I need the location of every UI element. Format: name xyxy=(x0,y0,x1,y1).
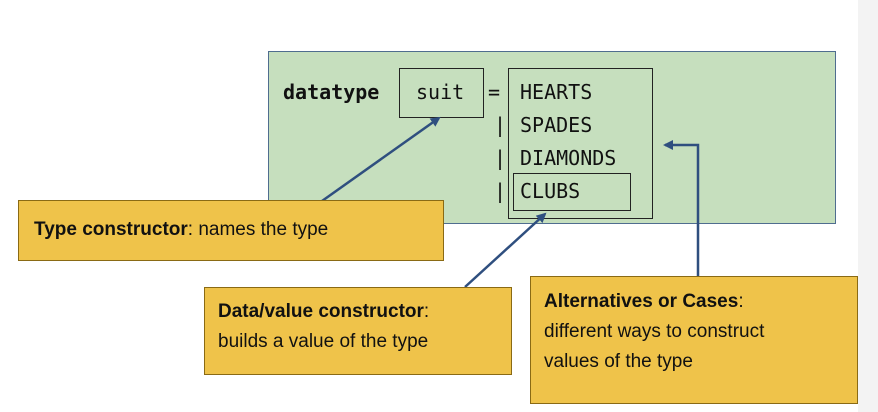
arrow-alternatives xyxy=(663,140,700,276)
callout-alt-colon: : xyxy=(738,291,744,312)
callout-alt-line2: values of the type xyxy=(544,351,693,372)
callout-alt-term: Alternatives or Cases xyxy=(544,291,739,312)
callout-alt-line1: different ways to construct xyxy=(544,321,765,342)
arrow-type-constructor xyxy=(321,116,441,203)
page-edge xyxy=(858,0,878,412)
code-panel xyxy=(268,51,836,224)
datatype-keyword: datatype xyxy=(283,80,380,104)
separator-bar: | xyxy=(494,179,507,203)
callout-type-constructor: Type constructor: names the type xyxy=(18,200,444,261)
separator-bar: | xyxy=(494,113,507,137)
callout-data-desc: builds a value of the type xyxy=(218,331,429,352)
callout-data-colon: : xyxy=(423,301,430,322)
constructor-spades: SPADES xyxy=(520,113,593,137)
callout-type-term: Type constructor xyxy=(34,219,188,240)
arrow-data-constructor xyxy=(464,212,547,288)
constructor-hearts: HEARTS xyxy=(520,80,593,104)
callout-alternatives: Alternatives or Cases: different ways to… xyxy=(530,276,858,404)
separator-bar: | xyxy=(494,146,507,170)
callout-type-desc: : names the type xyxy=(187,219,329,240)
callout-data-term: Data/value constructor xyxy=(218,301,424,322)
type-name: suit xyxy=(416,80,465,104)
equals-sign: = xyxy=(488,80,501,104)
type-name-box xyxy=(399,68,484,118)
callout-data-constructor: Data/value constructor: builds a value o… xyxy=(204,287,512,375)
constructor-diamonds: DIAMONDS xyxy=(520,146,617,170)
constructor-group-box xyxy=(508,68,653,219)
constructor-clubs: CLUBS xyxy=(520,179,581,203)
clubs-highlight-box xyxy=(513,173,631,211)
